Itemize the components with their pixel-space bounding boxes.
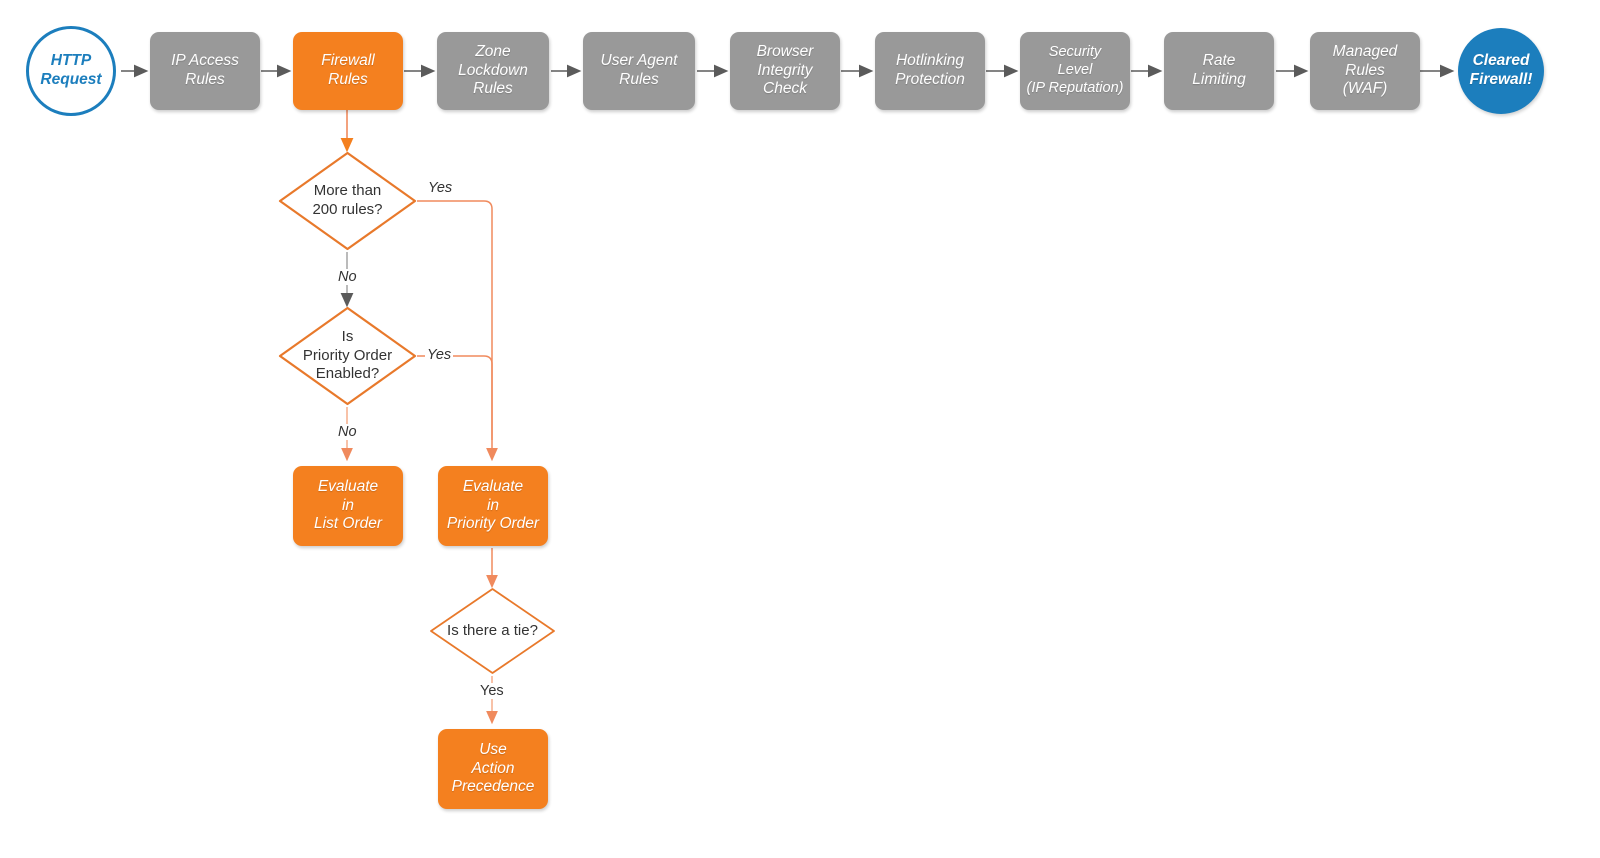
edge-label-no-priority-order: No bbox=[336, 424, 359, 440]
decision-is-there-a-tie-label: Is there a tie? bbox=[447, 621, 538, 639]
edge-label-yes-is-there-a-tie: Yes bbox=[478, 683, 506, 699]
edge-priority-order-yes bbox=[417, 355, 493, 440]
edge-label-yes-more-than-200: Yes bbox=[428, 180, 453, 196]
edge-more-than-200-yes bbox=[417, 200, 498, 462]
decision-is-there-a-tie[interactable]: Is there a tie? bbox=[428, 586, 557, 676]
edge-label-yes-priority-order: Yes bbox=[425, 347, 454, 363]
edge-label-no-more-than-200: No bbox=[336, 269, 359, 285]
